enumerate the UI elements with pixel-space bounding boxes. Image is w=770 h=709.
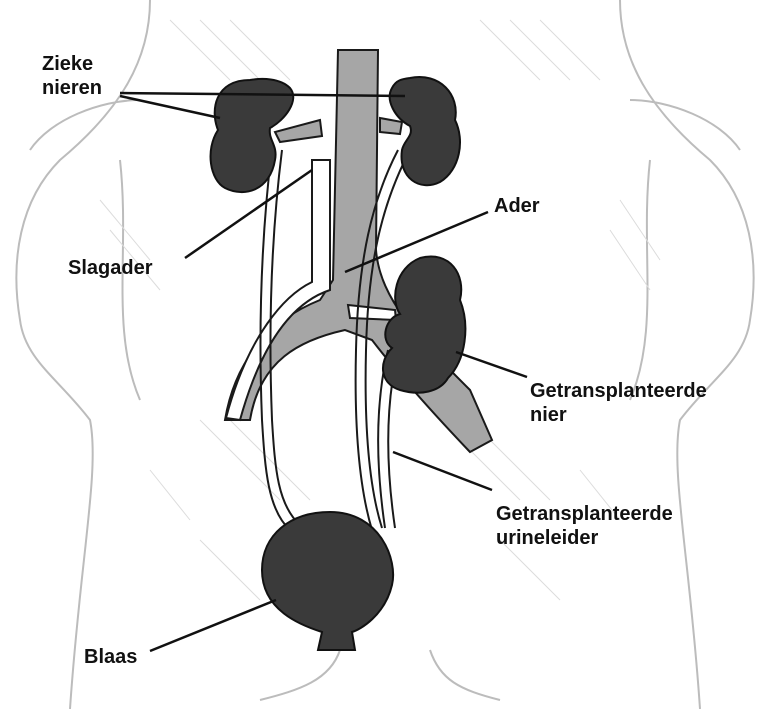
leader-transplanted-kidney <box>456 352 527 377</box>
label-diseased-kidneys-line2: nieren <box>42 76 102 100</box>
label-artery-text: Slagader <box>68 256 152 280</box>
label-transplanted-kidney-line1: Getransplanteerde <box>530 379 707 403</box>
label-artery: Slagader <box>68 256 152 280</box>
transplanted-kidney <box>383 256 465 392</box>
label-transplanted-ureter-line1: Getransplanteerde <box>496 502 673 526</box>
label-diseased-kidneys: Zieke nieren <box>42 52 102 100</box>
label-bladder: Blaas <box>84 645 137 669</box>
bladder <box>262 512 393 650</box>
label-transplanted-ureter: Getransplanteerde urineleider <box>496 502 673 550</box>
label-transplanted-kidney: Getransplanteerde nier <box>530 379 707 427</box>
leader-diseased-kidneys-left <box>120 96 220 118</box>
label-bladder-text: Blaas <box>84 645 137 669</box>
label-diseased-kidneys-line1: Zieke <box>42 52 102 76</box>
label-vein-text: Ader <box>494 194 540 218</box>
leader-bladder <box>150 600 276 651</box>
label-vein: Ader <box>494 194 540 218</box>
label-transplanted-ureter-line2: urineleider <box>496 526 673 550</box>
label-transplanted-kidney-line2: nier <box>530 403 707 427</box>
